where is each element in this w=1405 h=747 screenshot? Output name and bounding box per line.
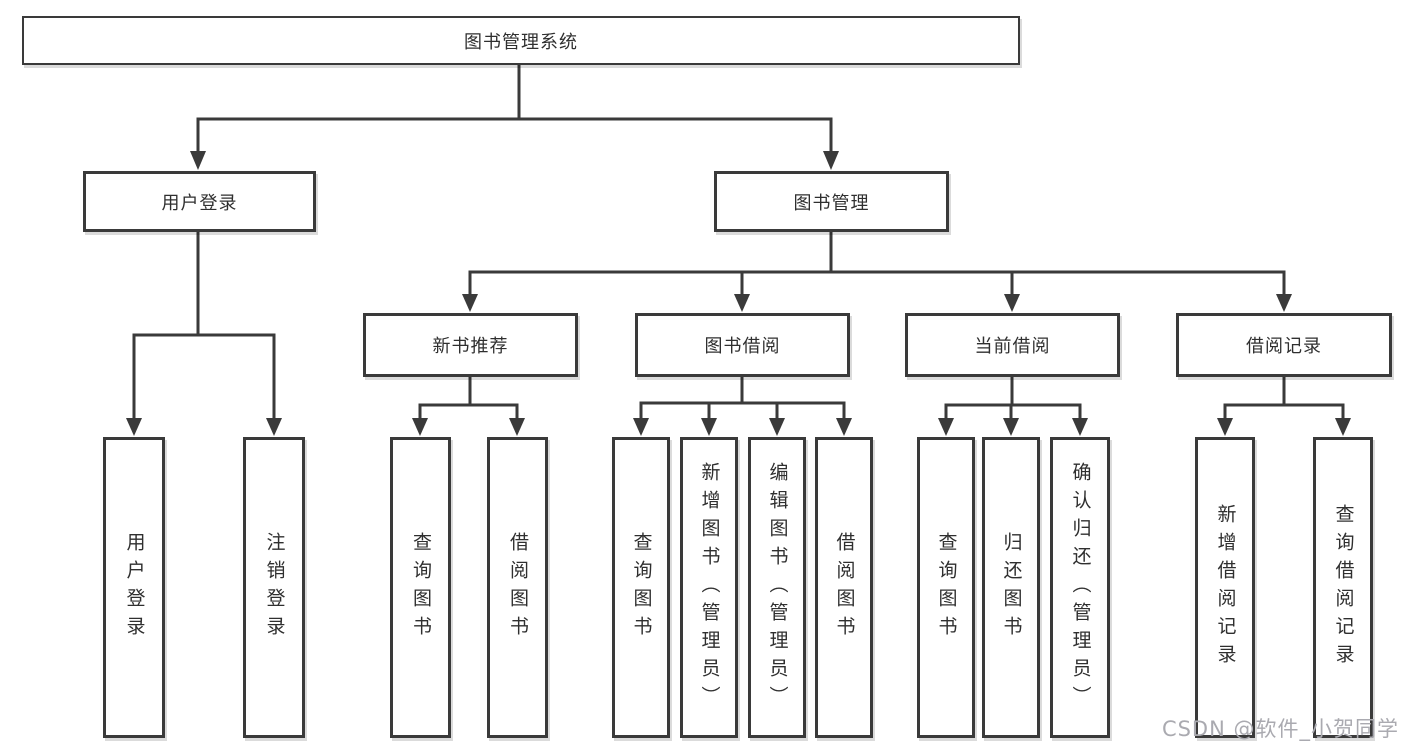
leaf-confirm-return-admin: 确认归还（管理员） [1050,437,1110,738]
arrowhead [126,418,142,436]
arrowhead [938,418,954,436]
node-new-book-recommend: 新书推荐 [363,313,578,377]
node-book-borrow: 图书借阅 [635,313,850,377]
arrowhead [836,418,852,436]
arrowhead [190,151,206,170]
leaf-borrow-query-books: 查询图书 [612,437,670,738]
csdn-watermark: CSDN @软件_小贺同学 [1161,717,1399,741]
node-current-borrow: 当前借阅 [905,313,1120,377]
node-book-management: 图书管理 [714,171,949,232]
leaf-logout: 注销登录 [243,437,305,738]
arrowhead [1072,418,1088,436]
connector-root-to-level2 [190,64,839,170]
leaf-edit-books-admin: 编辑图书（管理员） [748,437,806,738]
arrowhead [266,418,282,436]
connector-current-to-leaves [938,377,1088,436]
leaf-current-query-books: 查询图书 [917,437,975,738]
leaf-recommend-borrow-books: 借阅图书 [487,437,548,738]
arrowhead [633,418,649,436]
arrowhead [1335,418,1351,436]
arrowhead [509,418,525,436]
arrowhead [1004,294,1020,312]
arrowhead [1003,418,1019,436]
leaf-borrow-books: 借阅图书 [815,437,873,738]
arrowhead [1276,294,1292,312]
leaf-return-books: 归还图书 [982,437,1040,738]
arrowhead [701,418,717,436]
connector-book-mgmt-to-level3 [462,231,1292,312]
leaf-query-borrow-record: 查询借阅记录 [1313,437,1373,738]
connector-records-to-leaves [1217,377,1351,436]
connector-user-login-to-leaves [126,231,282,436]
leaf-user-login: 用户登录 [103,437,165,738]
arrowhead [769,418,785,436]
arrowhead [412,418,428,436]
arrowhead [462,294,478,312]
node-borrow-records: 借阅记录 [1176,313,1392,377]
arrowhead [823,151,839,170]
connector-recommend-to-leaves [412,377,525,436]
node-root-system: 图书管理系统 [22,16,1020,65]
leaf-recommend-query-books: 查询图书 [390,437,451,738]
node-user-login: 用户登录 [83,171,316,232]
leaf-add-books-admin: 新增图书（管理员） [680,437,738,738]
arrowhead [1217,418,1233,436]
connector-borrow-to-leaves [633,377,852,436]
leaf-add-borrow-record: 新增借阅记录 [1195,437,1255,738]
arrowhead [734,294,750,312]
